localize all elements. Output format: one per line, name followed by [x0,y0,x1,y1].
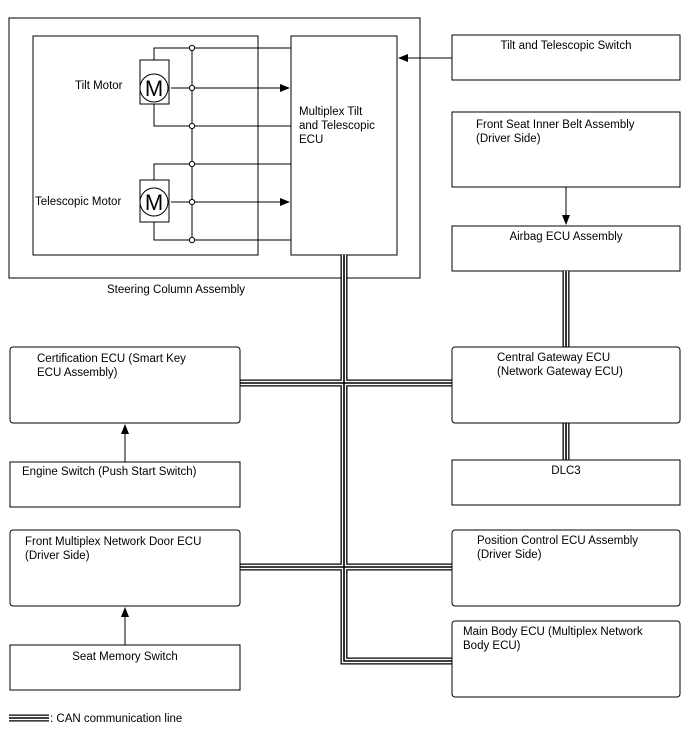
ecu-label-line2: and Telescopic [299,120,375,132]
multiplex-tilt-telescopic-ecu-box [290,35,398,256]
telescopic-motor-symbol: M [145,190,163,215]
certification-ecu-box [9,346,241,424]
front-door-ecu-label-line2: (Driver Side) [25,550,90,562]
junction-dot [188,160,196,168]
main-body-label-line1: Main Body ECU (Multiplex Network [463,626,643,638]
front-seat-belt-label-line2: (Driver Side) [476,133,541,145]
main-body-ecu-box [451,620,681,698]
junction-dot [188,84,196,92]
junction-dot [188,44,196,52]
airbag-ecu-label: Airbag ECU Assembly [509,231,622,243]
front-door-ecu-box [9,529,241,607]
seat-memory-switch-label: Seat Memory Switch [72,651,177,663]
front-door-ecu-label-line1: Front Multiplex Network Door ECU [25,536,201,548]
dlc3-label: DLC3 [551,465,580,477]
telescopic-motor-label: Telescopic Motor [35,196,121,208]
tilt-motor-wire-lower [153,104,291,127]
junction-dot [188,236,196,244]
position-control-label-line2: (Driver Side) [477,549,542,561]
steering-column-assembly-label: Steering Column Assembly [107,284,245,296]
central-gateway-label-line2: (Network Gateway ECU) [497,366,623,378]
certification-ecu-label-line2: ECU Assembly) [37,367,118,379]
junction-dot [188,198,196,206]
position-control-label-line1: Position Control ECU Assembly [477,535,638,547]
telescopic-motor-icon: M [139,179,170,223]
tilt-motor-label: Tilt Motor [75,80,123,92]
junction-dot [188,122,196,130]
airbag-ecu-box [451,225,681,272]
dlc3-box [451,459,681,506]
engine-switch-box [9,461,241,508]
telescopic-motor-wire-upper [153,163,291,180]
central-gateway-label-line1: Central Gateway ECU [497,352,610,364]
front-seat-belt-label-line1: Front Seat Inner Belt Assembly [476,119,635,131]
central-gateway-ecu-box [451,346,681,424]
certification-ecu-label-line1: Certification ECU (Smart Key [37,353,186,365]
position-control-ecu-box [451,529,681,607]
tilt-motor-icon: M [139,59,170,105]
can-bus [240,255,570,665]
legend: : CAN communication line [9,713,182,725]
can-line-legend-label: : CAN communication line [50,713,182,725]
tilt-telescopic-switch-label: Tilt and Telescopic Switch [500,40,631,52]
ecu-label-line3: ECU [299,134,323,146]
tilt-motor-symbol: M [145,76,163,101]
ecu-label-line1: Multiplex Tilt [299,106,363,118]
tilt-telescopic-switch-box [451,34,681,81]
front-seat-belt-box [451,111,681,188]
main-body-label-line2: Body ECU) [463,640,521,652]
junction-dots [188,44,196,244]
engine-switch-label: Engine Switch (Push Start Switch) [22,466,197,478]
seat-memory-switch-box [9,644,241,691]
telescopic-motor-wire-lower [153,222,291,241]
tilt-motor-wire-upper [153,47,291,60]
